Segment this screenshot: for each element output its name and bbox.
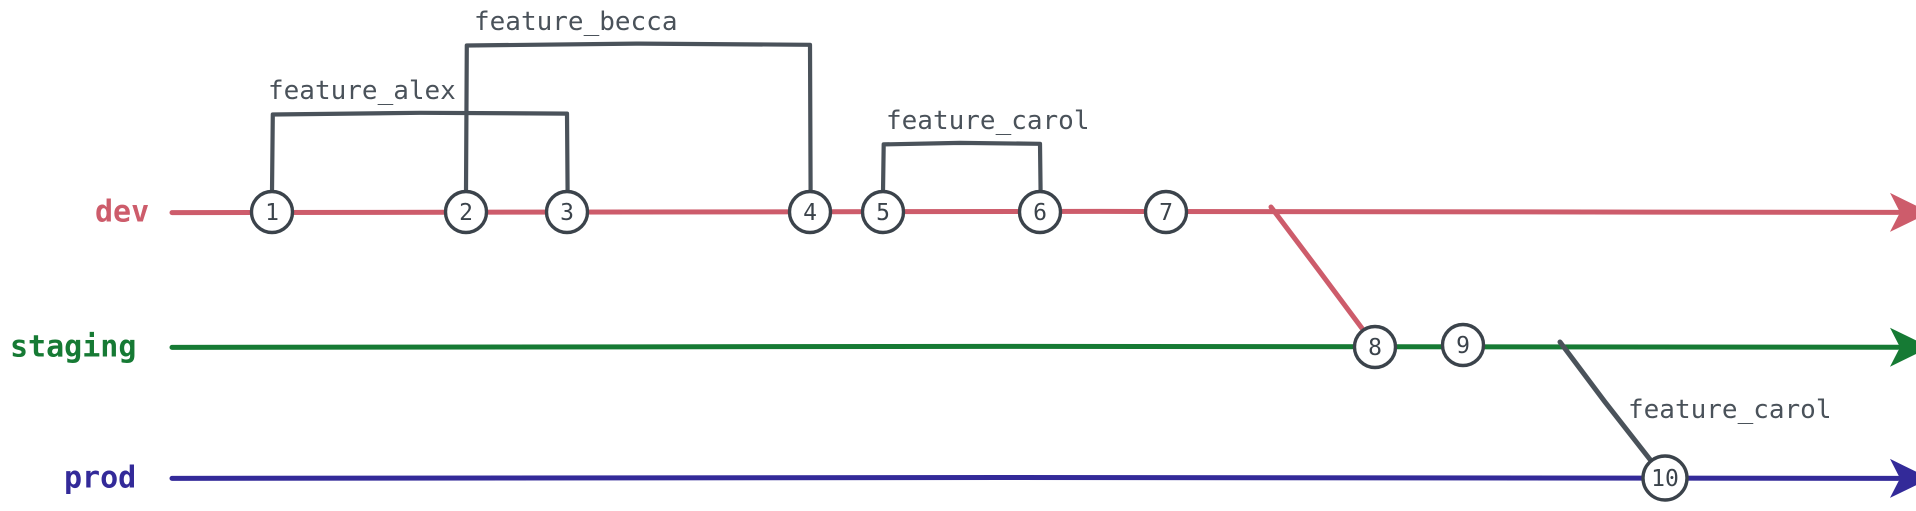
commit-node-8[interactable]: 8 bbox=[1352, 324, 1398, 370]
feature-branch-labels: feature_alex feature_becca feature_carol… bbox=[268, 7, 1832, 425]
commit-circle-10 bbox=[1641, 454, 1689, 502]
commit-node-9[interactable]: 9 bbox=[1440, 322, 1486, 368]
commit-node-2[interactable]: 2 bbox=[443, 189, 489, 235]
commit-circle-4 bbox=[787, 189, 833, 235]
merge-line-staging-to-prod-feature_carol bbox=[1557, 339, 1655, 465]
commit-node-10[interactable]: 10 bbox=[1641, 454, 1689, 502]
commit-circle-5 bbox=[860, 189, 906, 235]
commit-node-7[interactable]: 7 bbox=[1143, 189, 1189, 235]
commit-node-4[interactable]: 4 bbox=[787, 189, 833, 235]
merge-line-dev-to-staging-merge bbox=[1268, 204, 1367, 334]
commit-label-5: 5 bbox=[876, 200, 890, 226]
commit-node-5[interactable]: 5 bbox=[860, 189, 906, 235]
branch-label-prod: prod bbox=[64, 461, 136, 496]
commit-label-10: 10 bbox=[1651, 466, 1679, 492]
commit-label-4: 4 bbox=[803, 200, 817, 226]
commit-label-3: 3 bbox=[560, 200, 574, 226]
commit-circle-3 bbox=[544, 189, 590, 235]
commit-label-9: 9 bbox=[1456, 333, 1470, 359]
branch-label-dev: dev bbox=[95, 195, 149, 230]
commit-node-3[interactable]: 3 bbox=[544, 189, 590, 235]
branch-tracks bbox=[169, 192, 1916, 498]
merge-lines bbox=[1268, 204, 1655, 465]
feature-label-feature_carol-top: feature_carol bbox=[886, 106, 1090, 136]
feature-bracket-feature_alex bbox=[269, 110, 570, 195]
commit-label-1: 1 bbox=[265, 200, 279, 226]
feature-bracket-feature_carol bbox=[880, 140, 1043, 195]
feature-label-feature_carol-prod: feature_carol bbox=[1628, 395, 1832, 425]
commit-circle-7 bbox=[1143, 189, 1189, 235]
commit-circle-9 bbox=[1440, 322, 1486, 368]
commit-node-1[interactable]: 1 bbox=[249, 189, 295, 235]
commit-circle-1 bbox=[249, 189, 295, 235]
commit-label-8: 8 bbox=[1368, 335, 1382, 361]
branch-line-prod bbox=[169, 458, 1916, 498]
feature-brackets bbox=[269, 41, 1043, 195]
commit-circle-8 bbox=[1352, 324, 1398, 370]
branch-line-staging bbox=[169, 327, 1916, 367]
commit-node-6[interactable]: 6 bbox=[1017, 189, 1063, 235]
commit-nodes: 1 2 3 4 5 6 7 bbox=[249, 189, 1689, 502]
branch-name-labels: dev staging prod bbox=[10, 195, 149, 496]
commit-circle-6 bbox=[1017, 189, 1063, 235]
commit-circle-2 bbox=[443, 189, 489, 235]
feature-bracket-feature_becca bbox=[463, 41, 813, 195]
branch-label-staging: staging bbox=[10, 330, 136, 365]
commit-label-7: 7 bbox=[1159, 200, 1173, 226]
commit-label-2: 2 bbox=[459, 200, 473, 226]
commit-label-6: 6 bbox=[1033, 200, 1047, 226]
feature-label-feature_becca: feature_becca bbox=[474, 7, 678, 37]
feature-label-feature_alex: feature_alex bbox=[268, 76, 456, 106]
